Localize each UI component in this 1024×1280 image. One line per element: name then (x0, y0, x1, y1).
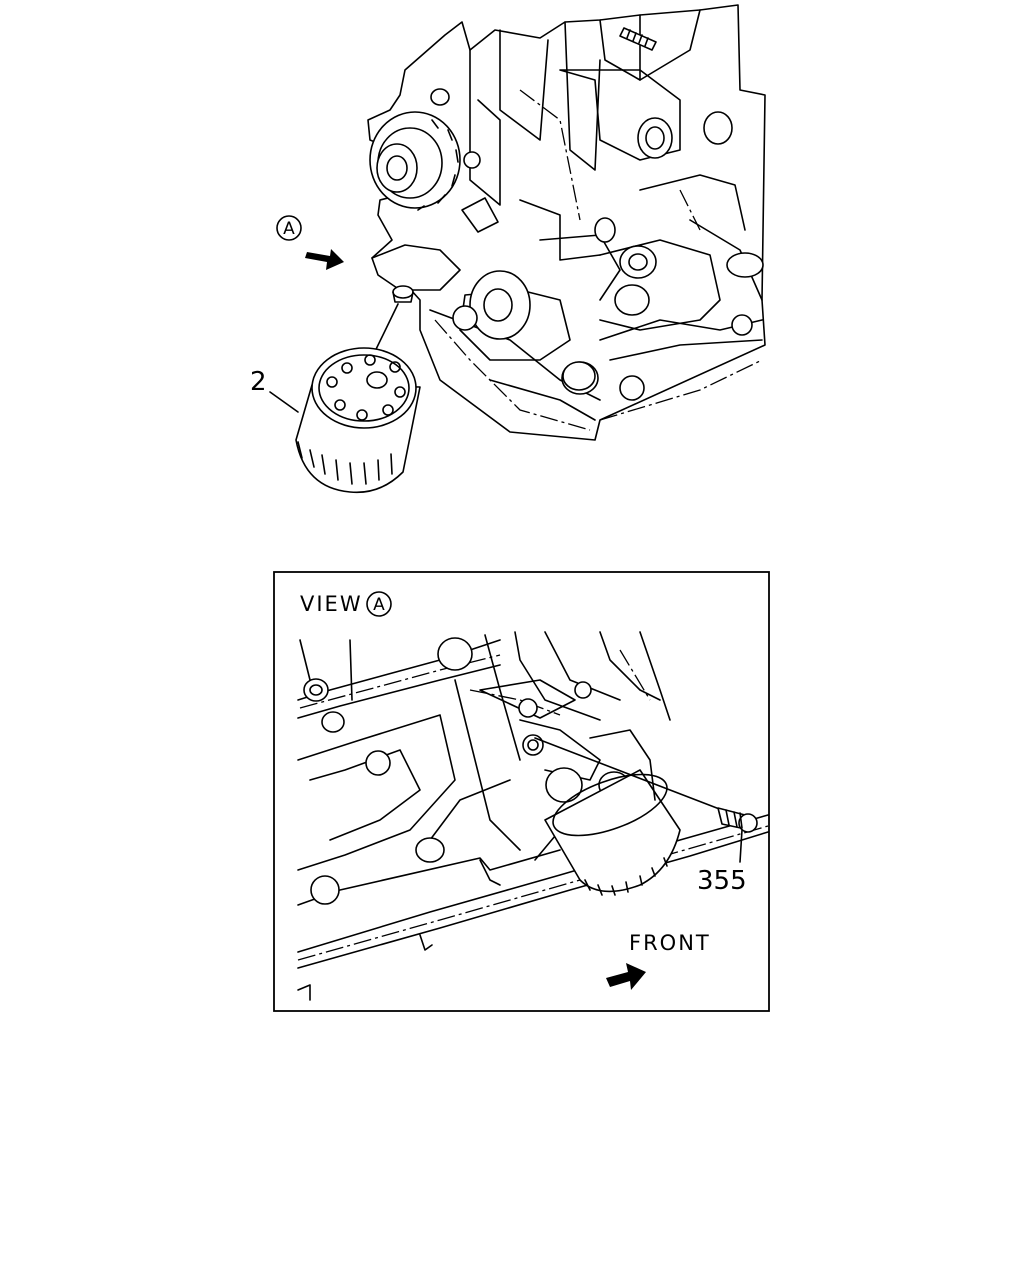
front-arrow-icon (606, 963, 646, 990)
front-label: FRONT (629, 931, 711, 955)
oil-filter-drawing (295, 347, 421, 494)
drain-plug-leader-line (534, 737, 723, 811)
drain-plug-drawing (717, 807, 758, 833)
inset-title-text: VIEW (300, 592, 363, 616)
view-a-arrow-icon (305, 249, 344, 270)
callout-2-label: 2 (250, 367, 267, 397)
inset-engine-drawing (297, 631, 769, 1001)
inset-title: VIEW A (300, 591, 392, 617)
view-a-inset-frame (273, 571, 770, 1012)
callout-2-leader (269, 391, 299, 413)
inset-title-marker: A (373, 595, 385, 615)
engine-block-drawing (367, 4, 766, 441)
view-a-indicator: A (276, 215, 344, 270)
callout-355-leader (739, 829, 743, 863)
callout-355-label: 355 (697, 866, 747, 896)
inset-oil-filter-drawing (544, 729, 681, 896)
view-a-marker-text: A (283, 219, 295, 239)
